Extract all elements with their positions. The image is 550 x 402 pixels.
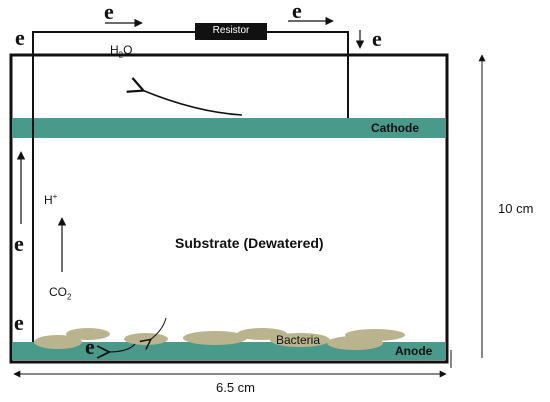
external-circuit-wire xyxy=(32,31,349,342)
width-label: 6.5 cm xyxy=(216,380,256,395)
electron-label-top-left: e xyxy=(104,0,114,24)
water-label: H2O xyxy=(110,43,133,60)
bacteria-label: Bacteria xyxy=(276,333,321,347)
electron-label-left-top: e xyxy=(15,25,25,50)
anode-label: Anode xyxy=(395,344,433,358)
substrate-label: Substrate (Dewatered) xyxy=(175,235,324,251)
bacteria-electron-arrow-right xyxy=(150,317,167,340)
bacteria-colony xyxy=(34,328,405,350)
co2-label: CO2 xyxy=(49,285,72,302)
electron-label-left-mid: e xyxy=(14,231,24,256)
water-formation-arrow xyxy=(142,90,243,116)
cell-container xyxy=(9,53,449,364)
height-label: 10 cm xyxy=(498,201,534,216)
bacteria-electron-arrow-bottom xyxy=(108,343,136,352)
electron-label-anode: e xyxy=(85,334,95,359)
proton-label: H+ xyxy=(44,192,58,207)
cathode-label: Cathode xyxy=(371,121,419,135)
electron-label-top-right: e xyxy=(292,0,302,23)
electron-label-left-bottom: e xyxy=(14,310,24,335)
resistor-label: Resistor xyxy=(212,25,250,36)
resistor xyxy=(195,23,267,40)
electron-label-right-top: e xyxy=(372,26,382,51)
cathode-plate xyxy=(12,118,446,138)
